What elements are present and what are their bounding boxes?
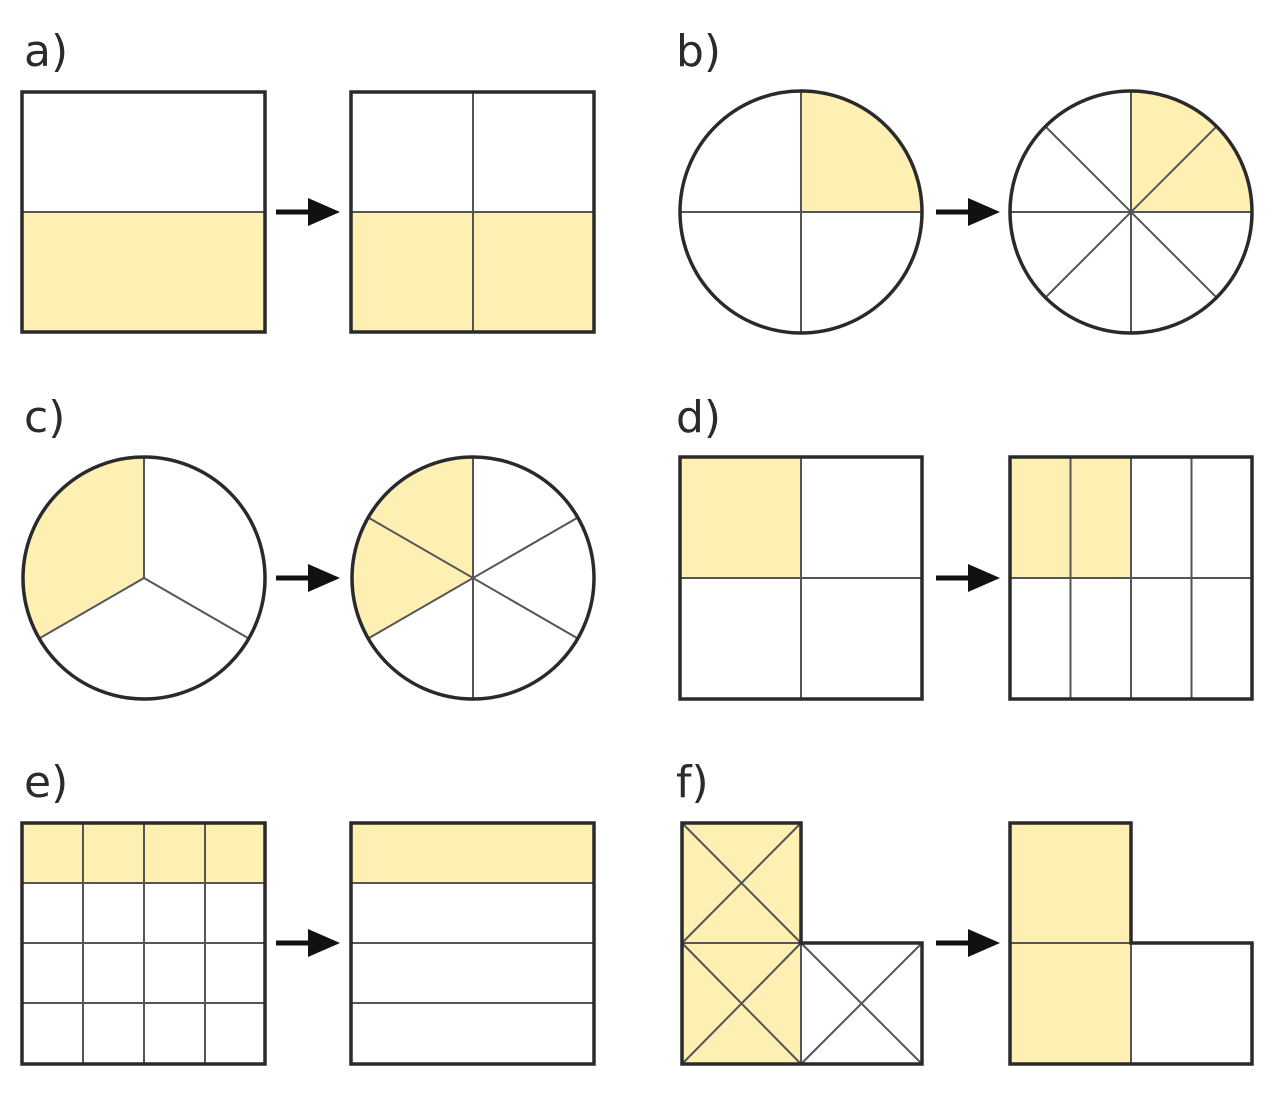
square-outline: [1008, 455, 1254, 701]
square-outline: [20, 821, 267, 1066]
shaded-region: [351, 823, 594, 883]
panel-label-e: e): [24, 757, 68, 808]
l-shape-outline: [1008, 821, 1254, 1066]
square-outline: [349, 821, 596, 1066]
divider-line: [367, 516, 579, 640]
arrow: [936, 564, 1000, 592]
panel-f-before: [680, 821, 924, 1066]
square-outline: [20, 90, 267, 334]
panel-label-d: d): [676, 392, 721, 443]
shaded-quarter: [801, 91, 922, 212]
divider-line: [1044, 125, 1218, 299]
diagonal-line: [681, 822, 802, 944]
l-shape-outline: [680, 821, 924, 1066]
panel-b-after: [1008, 89, 1254, 335]
panel-a-after: [349, 90, 596, 334]
panel-e-after: [349, 821, 596, 1066]
panel-label-f: f): [676, 757, 709, 808]
panel-c-before: [21, 455, 267, 701]
divider-line: [38, 577, 145, 640]
shaded-region: [22, 212, 265, 332]
panel-e: e): [20, 757, 596, 1066]
panel-c-after: [350, 455, 596, 701]
shaded-sixths: [351, 456, 473, 639]
diagonal-line: [681, 942, 802, 1065]
circle-outline: [678, 89, 924, 335]
square-outline: [349, 90, 596, 334]
panel-d-before: [678, 455, 924, 701]
panel-f: f): [676, 757, 1254, 1066]
square-outline: [678, 455, 924, 701]
shaded-third: [22, 456, 144, 639]
panel-d: d): [676, 392, 1254, 701]
arrow: [936, 198, 1000, 226]
panel-b-before: [678, 89, 924, 335]
panel-label-a: a): [24, 26, 68, 77]
circle-outline: [21, 455, 267, 701]
arrow: [276, 564, 340, 592]
arrow: [276, 929, 340, 957]
panel-label-b: b): [676, 26, 721, 77]
arrow: [276, 198, 340, 226]
circle-outline: [1008, 89, 1254, 335]
panel-a-before: [20, 90, 267, 334]
panel-d-after: [1008, 455, 1254, 701]
panel-c: c): [21, 392, 596, 701]
circle-outline: [350, 455, 596, 701]
panel-b: b): [676, 26, 1254, 335]
diagonal-line: [800, 942, 923, 1065]
panel-e-before: [20, 821, 267, 1066]
panel-f-after: [1008, 821, 1254, 1066]
divider-line: [143, 577, 250, 640]
panel-a: a): [20, 26, 596, 334]
shaded-region: [680, 457, 801, 578]
arrow: [936, 929, 1000, 957]
panel-label-c: c): [24, 392, 65, 443]
